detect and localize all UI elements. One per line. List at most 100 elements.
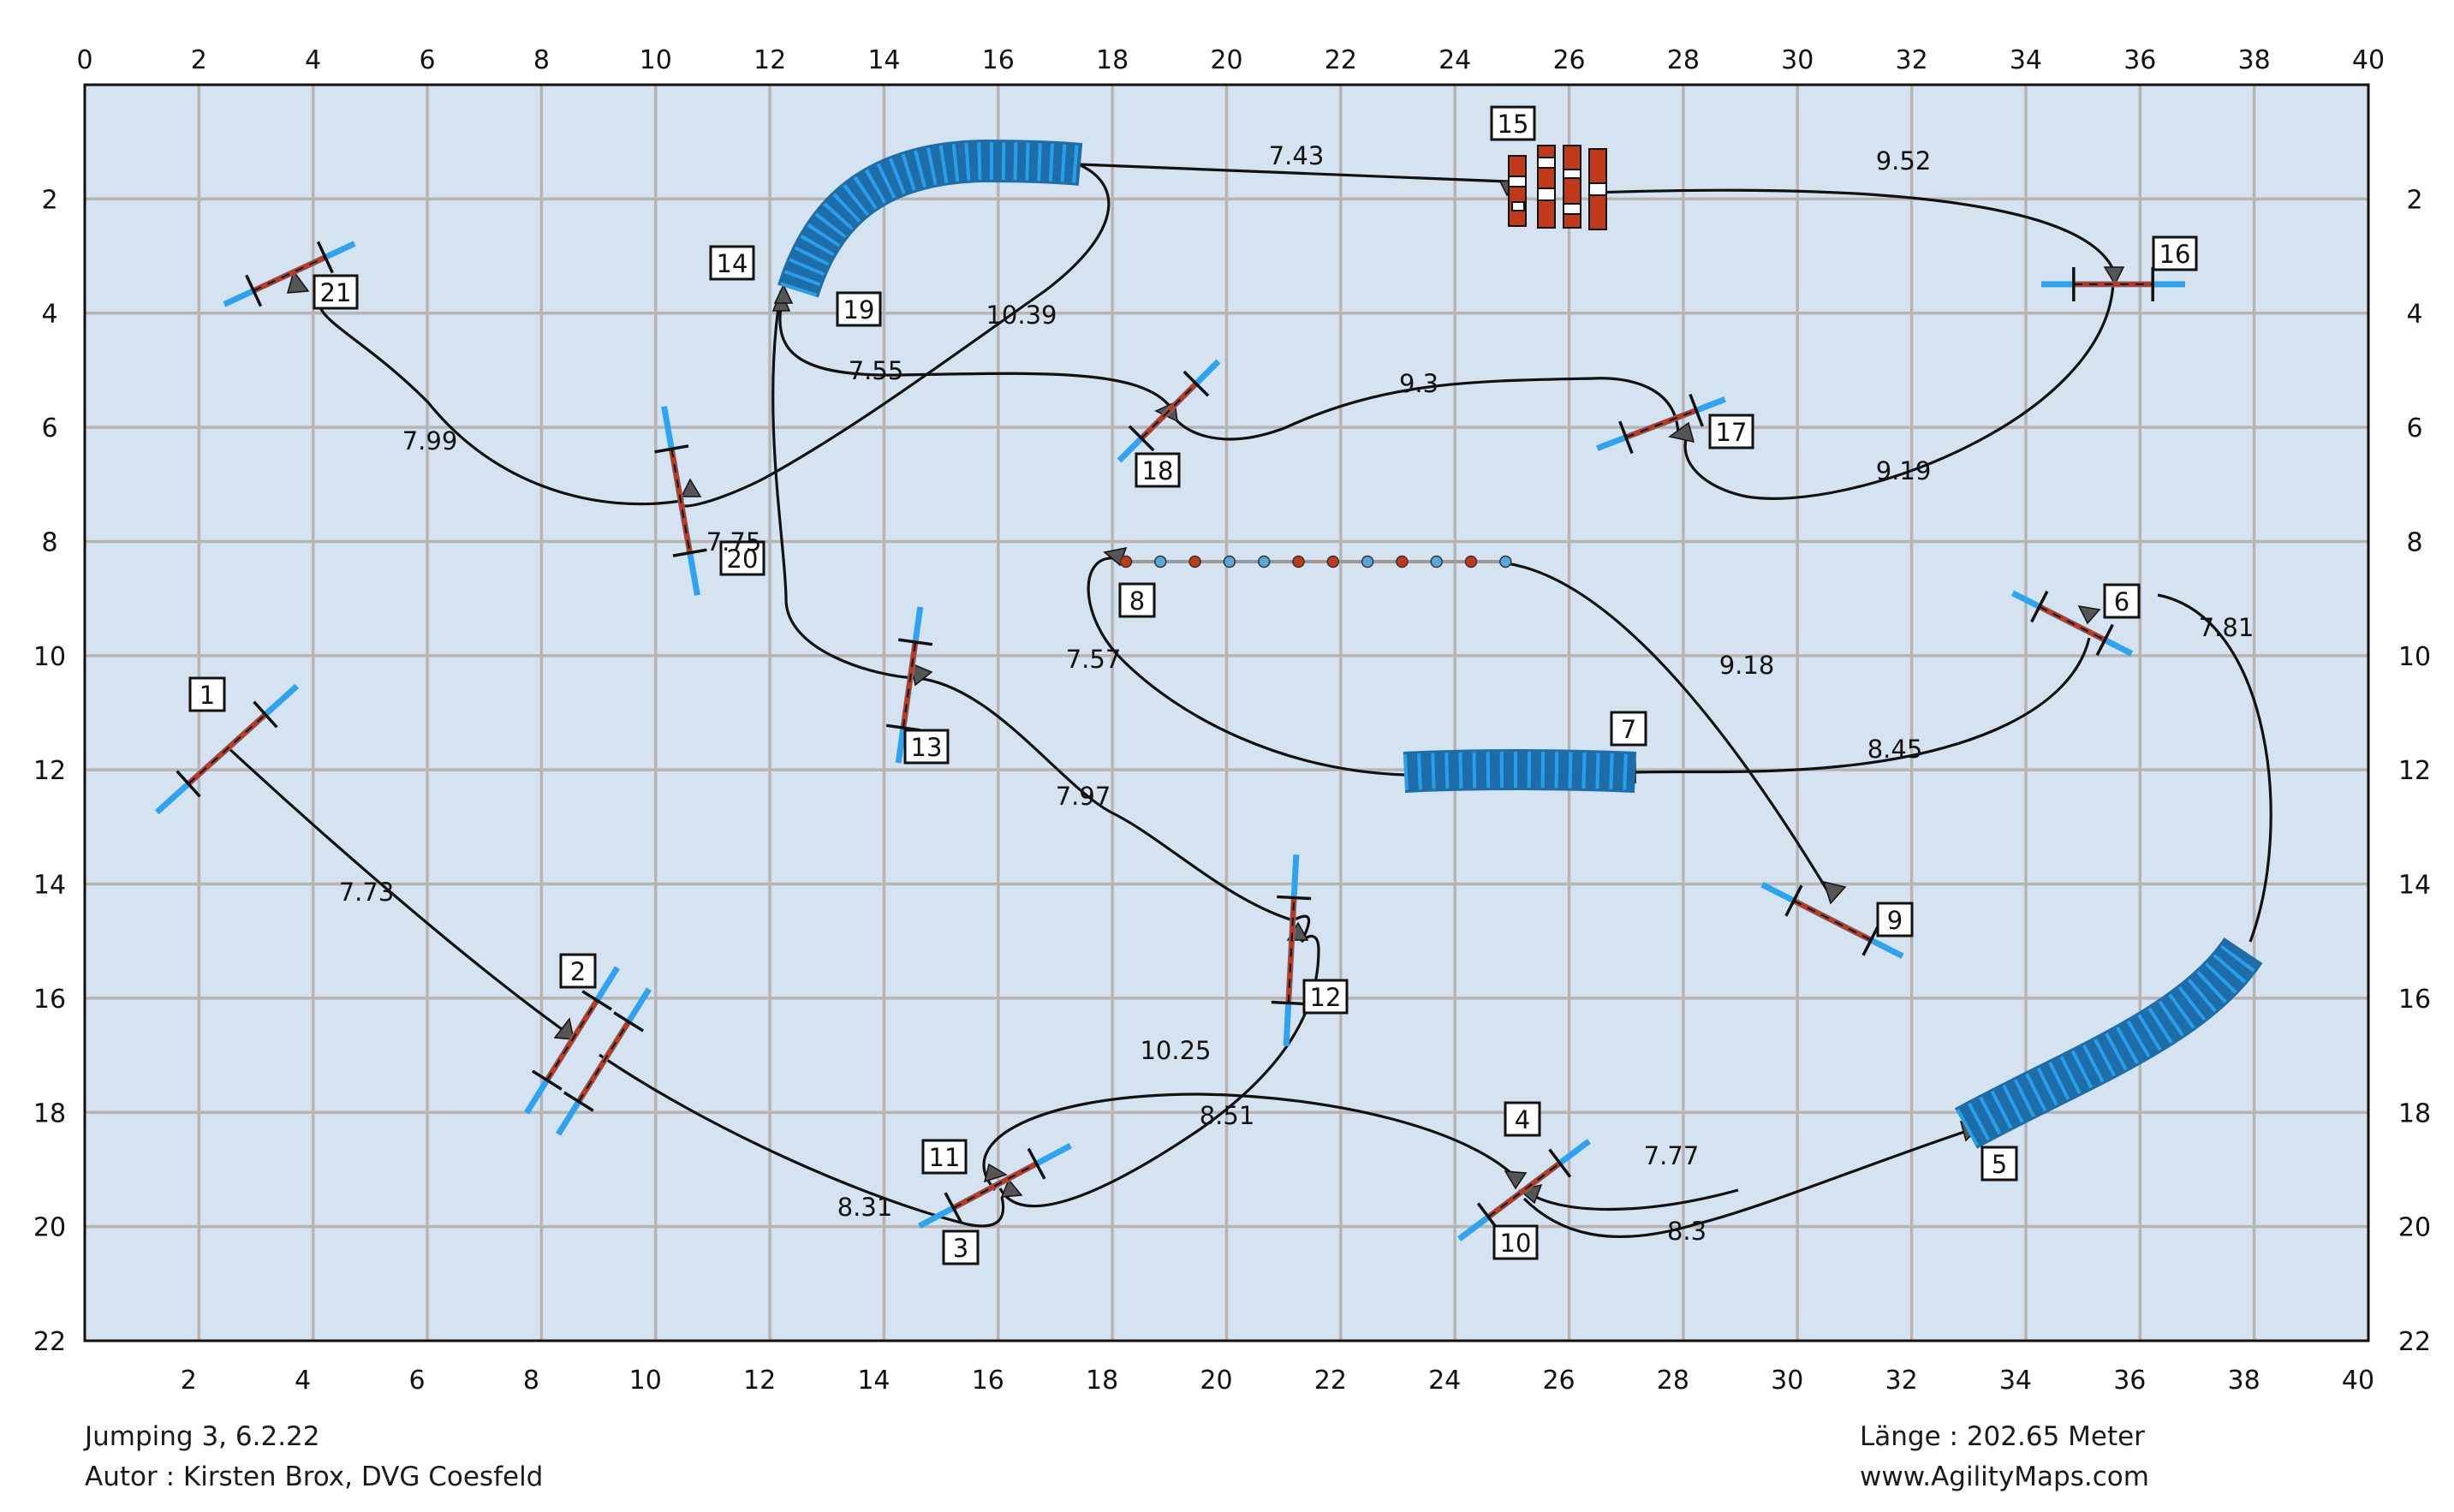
obstacle-number-7: 7 xyxy=(1610,711,1647,747)
hurdle-icon xyxy=(524,966,620,1115)
weave-pole xyxy=(1257,555,1271,568)
obstacle-number-11: 11 xyxy=(921,1139,968,1175)
path-segment xyxy=(1506,562,1834,900)
y-tick-label: 8 xyxy=(41,527,57,557)
arrow-icon xyxy=(2103,266,2125,286)
x-tick-label: 32 xyxy=(1885,1366,1918,1396)
x-tick-label: 22 xyxy=(1325,45,1357,75)
y-tick-label: 16 xyxy=(2398,985,2431,1015)
distance-label: 10.25 xyxy=(1140,1036,1211,1065)
hurdle-icon xyxy=(918,1142,1072,1229)
path-segment xyxy=(678,163,1111,508)
svg-text:21: 21 xyxy=(320,278,352,307)
x-tick-label: 26 xyxy=(1552,45,1585,75)
x-tick-label: 6 xyxy=(420,45,436,75)
distance-label: 7.99 xyxy=(402,426,458,455)
hurdle-icon xyxy=(223,241,356,307)
x-tick-label: 26 xyxy=(1542,1366,1575,1396)
y-tick-label: 20 xyxy=(2398,1213,2431,1243)
distance-label: 9.18 xyxy=(1719,651,1775,680)
path-segment xyxy=(1523,1188,1739,1211)
hurdles xyxy=(154,241,2185,1241)
obstacle-number-1: 1 xyxy=(188,676,226,712)
weave-pole xyxy=(1464,555,1478,568)
arrow-icon xyxy=(2077,605,2101,625)
x-tick-label: 38 xyxy=(2238,45,2271,75)
obstacle-number-13: 13 xyxy=(903,729,950,765)
weave-pole xyxy=(1499,555,1512,568)
path-segment xyxy=(1522,1128,1970,1239)
svg-text:17: 17 xyxy=(1716,418,1748,447)
y-tick-label: 10 xyxy=(2398,642,2431,672)
hurdle-icon xyxy=(1117,359,1221,463)
distance-label: 7.55 xyxy=(849,356,904,385)
x-tick-label: 40 xyxy=(2352,45,2385,75)
x-tick-label: 36 xyxy=(2113,1366,2146,1396)
weave-pole xyxy=(1292,555,1305,568)
course-title: Jumping 3, 6.2.22 xyxy=(85,1421,320,1452)
svg-text:16: 16 xyxy=(2159,240,2191,269)
tunnel-icon xyxy=(1955,937,2263,1149)
svg-text:14: 14 xyxy=(717,249,748,278)
svg-text:12: 12 xyxy=(1310,983,1342,1012)
x-tick-label: 34 xyxy=(1999,1366,2032,1396)
distance-label: 9.19 xyxy=(1876,456,1932,485)
x-tick-label: 40 xyxy=(2342,1366,2374,1396)
y-tick-label: 14 xyxy=(33,871,66,901)
obstacle-number-17: 17 xyxy=(1708,414,1754,449)
obstacle-number-6: 6 xyxy=(2103,583,2141,619)
path-segment xyxy=(982,1092,1522,1192)
distance-label: 7.73 xyxy=(339,878,395,907)
y-tick-label: 20 xyxy=(33,1213,66,1243)
distance-label: 7.43 xyxy=(1269,141,1325,170)
path-segment xyxy=(915,676,1311,943)
distance-label: 8.51 xyxy=(1200,1101,1255,1130)
svg-text:6: 6 xyxy=(2114,587,2129,616)
x-tick-label: 20 xyxy=(1200,1366,1232,1396)
obstacle-number-4: 4 xyxy=(1504,1101,1541,1137)
hurdle-icon xyxy=(154,683,300,815)
x-tick-label: 16 xyxy=(972,1366,1004,1396)
path-segment xyxy=(771,290,917,680)
path-segment xyxy=(778,306,1175,412)
website-link[interactable]: www.AgilityMaps.com xyxy=(1860,1461,2149,1492)
x-tick-label: 14 xyxy=(857,1366,890,1396)
svg-text:19: 19 xyxy=(843,295,875,324)
svg-text:4: 4 xyxy=(1515,1105,1530,1134)
path-segment xyxy=(1683,282,2115,500)
obstacle-number-2: 2 xyxy=(559,953,597,989)
obstacle-number-16: 16 xyxy=(2152,235,2198,271)
path-segment xyxy=(998,934,1320,1208)
obstacle-number-14: 14 xyxy=(709,245,755,281)
y-tick-label: 12 xyxy=(2398,756,2431,786)
path-segment xyxy=(317,303,682,506)
x-tick-label: 2 xyxy=(191,45,207,75)
weave-pole xyxy=(1361,555,1374,568)
arrow-icon xyxy=(286,270,310,294)
x-tick-label: 38 xyxy=(2228,1366,2260,1396)
x-tick-label: 16 xyxy=(982,45,1015,75)
x-tick-label: 36 xyxy=(2123,45,2156,75)
x-tick-label: 32 xyxy=(1896,45,1928,75)
y-tick-label: 4 xyxy=(41,300,57,330)
x-tick-label: 24 xyxy=(1428,1366,1461,1396)
hurdle-icon xyxy=(1596,393,1726,455)
svg-text:8: 8 xyxy=(1129,586,1145,616)
x-tick-label: 24 xyxy=(1438,45,1471,75)
svg-text:20: 20 xyxy=(727,545,759,574)
svg-text:11: 11 xyxy=(929,1143,961,1172)
weave-poles-8 xyxy=(1119,555,1512,568)
running-path xyxy=(225,163,2272,1239)
x-tick-label: 18 xyxy=(1086,1366,1118,1396)
distance-label: 7.57 xyxy=(1066,645,1122,674)
weave-pole xyxy=(1119,555,1133,568)
y-tick-label: 6 xyxy=(41,414,57,443)
x-tick-label: 12 xyxy=(743,1366,776,1396)
obstacle-number-3: 3 xyxy=(942,1229,980,1265)
arrow-icon xyxy=(1668,421,1695,443)
x-tick-label: 14 xyxy=(867,45,900,75)
tunnel-icon xyxy=(1403,749,1637,793)
